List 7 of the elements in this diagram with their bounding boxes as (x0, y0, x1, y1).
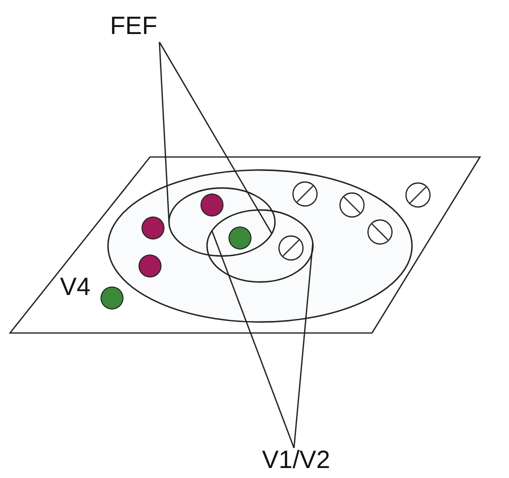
leader-line (293, 242, 314, 448)
area-label: V4 (60, 275, 91, 300)
leader-line (158, 42, 272, 234)
area-label: FEF (110, 14, 158, 39)
area-label: V1/V2 (262, 448, 330, 473)
leader-line (158, 42, 170, 222)
leader-line (211, 230, 295, 448)
